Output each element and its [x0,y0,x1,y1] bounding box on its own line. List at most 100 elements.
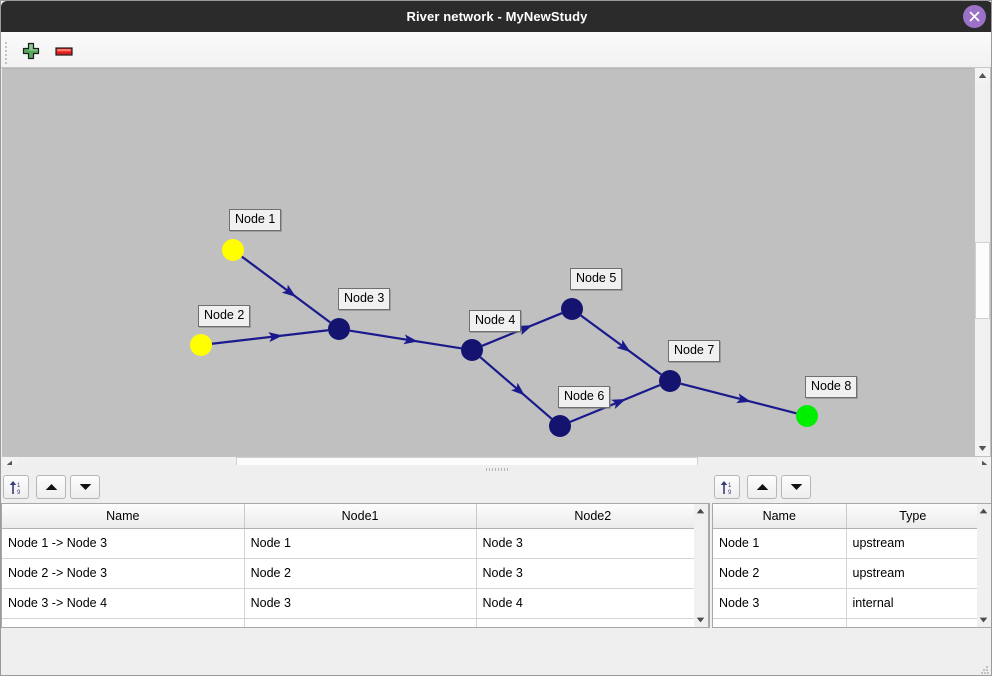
graph-node-node-4[interactable] [461,339,483,361]
graph-node-node-7[interactable] [659,370,681,392]
graph-edge-arrow-icon [268,332,283,343]
node-cell[interactable]: internal [846,588,977,619]
graph-node-label-node-1[interactable]: Node 1 [229,209,282,231]
node-sort-button[interactable]: 1 9 [714,475,740,499]
graph-node-label-node-6[interactable]: Node 6 [558,386,611,408]
node-move-up-button[interactable] [747,475,777,499]
branch-cell[interactable]: Node 4 [476,588,709,619]
graph-node-label-node-8[interactable]: Node 8 [805,376,858,398]
node-cell[interactable]: upstream [846,528,977,559]
branch-cell[interactable]: Node 1 -> Node 3 [2,528,245,559]
node-move-down-button[interactable] [781,475,811,499]
branch-cell[interactable]: Node 5 [476,618,709,627]
graph-edge[interactable] [481,312,563,347]
node-cell[interactable]: Node 4 [713,618,847,627]
node-cell[interactable]: Node 2 [713,558,847,589]
node-cell[interactable]: internal [846,618,977,627]
graph-edge[interactable] [241,255,331,324]
graph-vertical-scroll-thumb[interactable] [975,242,990,319]
resize-grip-icon[interactable] [981,666,989,674]
graph-edge[interactable] [349,329,462,350]
branch-cell[interactable]: Node 3 [244,588,477,619]
node-column-header[interactable]: Name [713,504,847,529]
scroll-up-button[interactable] [975,68,990,83]
svg-text:9: 9 [728,490,732,495]
graph-edge[interactable] [580,314,662,376]
branch-table-scrollbar[interactable] [694,503,709,628]
node-cell[interactable]: Node 1 [713,528,847,559]
node-table-scrollbar[interactable] [977,503,991,628]
branch-scroll-down-button[interactable] [694,613,707,627]
graph-node-label-node-5[interactable]: Node 5 [570,268,623,290]
graph-node-label-node-3[interactable]: Node 3 [338,288,391,310]
graph-edge[interactable] [569,384,661,423]
toolbar-grip[interactable] [4,40,10,64]
node-scroll-up-button[interactable] [977,504,990,518]
arrow-up-icon [45,484,57,490]
graph-vertical-scrollbar[interactable] [974,68,990,456]
branch-cell[interactable]: Node 4 [244,618,477,627]
panel-splitter[interactable] [2,465,991,473]
branch-cell[interactable]: Node 1 [244,528,477,559]
node-cell[interactable]: upstream [846,558,977,589]
graph-node-node-2[interactable] [190,334,212,356]
branch-column-header[interactable]: Node2 [476,504,709,529]
branch-scroll-up-button[interactable] [694,504,707,518]
chevron-down-icon [696,617,705,623]
delete-node-button[interactable] [51,38,77,64]
node-cell[interactable]: Node 3 [713,588,847,619]
arrow-down-icon [79,484,91,490]
graph-edge-arrow-icon [511,382,525,396]
sort-ascending-icon: 1 9 [9,480,21,495]
graph-node-node-1[interactable] [222,239,244,261]
node-table-row[interactable]: Node 4internal [713,618,977,627]
delete-icon [55,46,73,56]
add-node-button[interactable] [18,38,44,64]
graph-node-node-6[interactable] [549,415,571,437]
branch-column-header[interactable]: Node1 [244,504,477,529]
node-scroll-down-button[interactable] [977,613,990,627]
node-toolbar: 1 9 [712,473,991,501]
graph-edge-arrow-icon [281,284,297,297]
branch-cell[interactable]: Node 2 [244,558,477,589]
close-button[interactable] [963,5,986,28]
scroll-down-button[interactable] [975,441,990,456]
branch-column-header[interactable]: Name [2,504,245,529]
graph-edge[interactable] [479,356,553,420]
graph-node-label-node-2[interactable]: Node 2 [198,305,251,327]
branch-cell[interactable]: Node 2 -> Node 3 [2,558,245,589]
branch-cell[interactable]: Node 4 -> Node 5 [2,618,245,627]
node-column-header[interactable]: Type [846,504,977,529]
graph-node-node-8[interactable] [796,405,818,427]
graph-edge[interactable] [680,382,797,415]
branch-cell[interactable]: Node 3 [476,558,709,589]
graph-canvas[interactable]: Node 1 Node 2 Node 3 Node 4 Node 5 Node 6 Node… [2,69,977,457]
graph-edge-arrow-icon [517,325,533,336]
river-network-graph-panel[interactable]: Node 1 Node 2 Node 3 Node 4 Node 5 Node 6 Node… [2,68,991,457]
graph-edge[interactable] [211,329,329,345]
graph-node-node-5[interactable] [561,298,583,320]
chevron-down-icon [978,446,987,451]
graph-node-label-node-4[interactable]: Node 4 [469,310,522,332]
graph-node-node-3[interactable] [328,318,350,340]
branch-cell[interactable]: Node 3 [476,528,709,559]
branch-move-down-button[interactable] [70,475,100,499]
graph-node-label-node-7[interactable]: Node 7 [668,340,721,362]
branch-sort-button[interactable]: 1 9 [3,475,29,499]
branch-cell[interactable]: Node 3 -> Node 4 [2,588,245,619]
branch-move-up-button[interactable] [36,475,66,499]
